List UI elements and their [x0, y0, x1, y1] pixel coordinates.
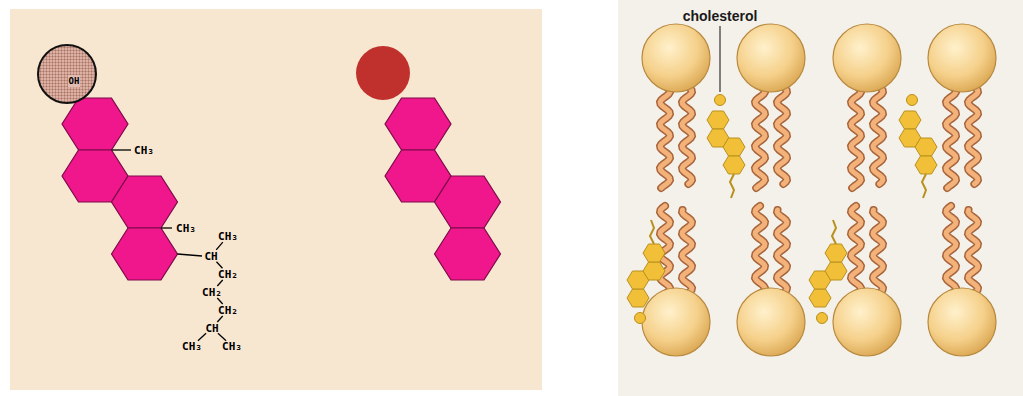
chemical-group: CH₂	[218, 305, 238, 316]
chain-bond	[217, 298, 222, 304]
fatty-acid-tail	[682, 86, 692, 184]
chemical-group: CH₂	[218, 269, 238, 280]
fatty-acid-tail	[968, 210, 978, 294]
ring-hexagon	[435, 176, 501, 228]
chain-bond	[216, 262, 222, 268]
chemical-group: CH₃	[182, 341, 202, 352]
phospholipid-head	[642, 288, 710, 356]
fatty-acid-tail	[682, 210, 692, 294]
callout-label: cholesterol	[683, 9, 758, 23]
chemical-group: CH₃	[134, 145, 154, 156]
fatty-acid-tail	[873, 210, 883, 294]
fatty-acid-tail	[968, 86, 978, 184]
cholesterol-head	[715, 95, 726, 106]
cholesterol-head	[635, 313, 646, 324]
ring-hexagon	[112, 176, 178, 228]
fatty-acid-tail	[946, 86, 956, 188]
fatty-acid-tail	[851, 86, 861, 188]
ring-hexagon	[435, 228, 501, 280]
cholesterol-ring	[825, 262, 847, 280]
chain-bond	[216, 242, 223, 250]
cholesterol-ring	[723, 138, 745, 156]
cholesterol-ring	[643, 262, 665, 280]
cholesterol-ring	[915, 138, 937, 156]
cholesterol-ring	[723, 156, 745, 174]
cholesterol-ring	[915, 156, 937, 174]
fatty-acid-tail	[946, 206, 956, 294]
chemical-group: CH₃	[176, 223, 196, 234]
polar-head-symbol	[356, 46, 410, 100]
fatty-acid-tail	[682, 86, 692, 184]
chain-bond	[217, 280, 222, 286]
cholesterol-tail	[730, 174, 734, 198]
cholesterol-ring	[707, 111, 729, 129]
chemical-group: CH	[205, 323, 218, 334]
leader-line	[719, 26, 720, 92]
chain-bond	[178, 254, 203, 256]
chemical-group: CH₃	[222, 341, 242, 352]
ring-hexagon	[112, 228, 178, 280]
hydroxyl-label: OH	[68, 75, 81, 87]
fatty-acid-tail	[777, 86, 787, 184]
phospholipid-head	[928, 24, 996, 92]
chain-bond	[217, 316, 222, 322]
phospholipid-head	[737, 24, 805, 92]
fatty-acid-tail	[851, 86, 861, 188]
cholesterol-ring	[825, 244, 847, 262]
phospholipid-head	[928, 288, 996, 356]
fatty-acid-tail	[946, 86, 956, 188]
phospholipid-head	[833, 24, 901, 92]
hydroxyl-circle: OH	[37, 44, 97, 104]
steroid-rings	[62, 98, 178, 280]
fatty-acid-tail	[873, 86, 883, 184]
methyl-bond	[161, 227, 172, 228]
ring-hexagon	[385, 98, 451, 150]
fatty-acid-tail	[777, 210, 787, 294]
methyl-bond	[112, 149, 132, 150]
fatty-acid-tail	[873, 210, 883, 294]
fatty-acid-tail	[873, 86, 883, 184]
cholesterol-ring	[809, 289, 831, 307]
fatty-acid-tail	[755, 206, 765, 294]
fatty-acid-tail	[968, 210, 978, 294]
cholesterol-head	[907, 95, 918, 106]
chemical-group: CH	[204, 251, 217, 262]
fatty-acid-tail	[755, 206, 765, 294]
cholesterol-ring	[643, 244, 665, 262]
chemical-group: CH₂	[202, 287, 222, 298]
ring-hexagon	[62, 98, 128, 150]
fatty-acid-tail	[946, 206, 956, 294]
chemical-group: CH₃	[218, 231, 238, 242]
fatty-acid-tail	[755, 86, 765, 188]
cholesterol-head	[817, 313, 828, 324]
left-panel	[10, 9, 542, 390]
cholesterol-ring	[627, 289, 649, 307]
fatty-acid-tail	[968, 86, 978, 184]
fatty-acid-tail	[755, 86, 765, 188]
fatty-acid-tail	[851, 206, 861, 294]
membrane-bilayer	[627, 24, 996, 356]
fatty-acid-tail	[660, 86, 670, 188]
cholesterol-tail	[650, 220, 654, 244]
phospholipid-head	[642, 24, 710, 92]
cholesterol-ring	[899, 111, 921, 129]
fatty-acid-tail	[777, 86, 787, 184]
phospholipid-head	[737, 288, 805, 356]
steroid-rings-simplified	[385, 98, 501, 280]
fatty-acid-tail	[660, 86, 670, 188]
fatty-acid-tail	[851, 206, 861, 294]
fatty-acid-tail	[682, 210, 692, 294]
cholesterol-tail	[922, 174, 926, 198]
right-panel	[618, 0, 1023, 396]
side-chain-bonds	[198, 242, 226, 341]
phospholipid-head	[833, 288, 901, 356]
cholesterol-tail	[832, 220, 836, 244]
fatty-acid-tail	[777, 210, 787, 294]
